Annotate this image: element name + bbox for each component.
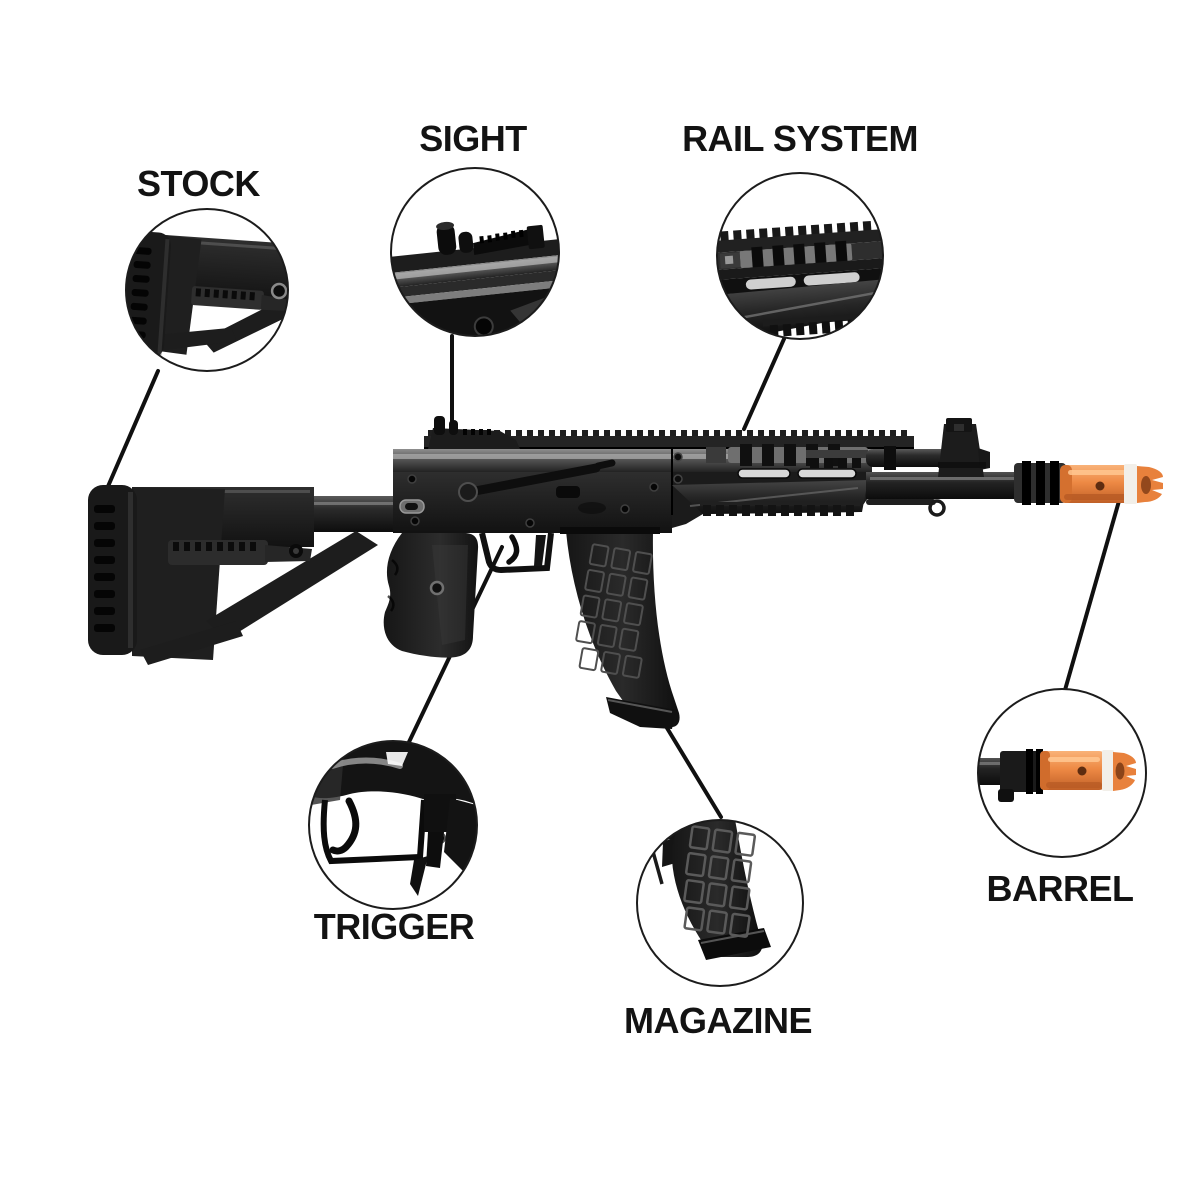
rail-callout-detail (717, 220, 883, 338)
stock-part (88, 485, 378, 665)
rail-callout (716, 172, 884, 340)
magazine-connector-line (665, 726, 723, 819)
rear-sight (428, 416, 520, 449)
stock-label: STOCK (137, 163, 260, 204)
receiver-bolts (407, 474, 659, 528)
side-rail-teeth (810, 458, 861, 468)
barrel-connector-line (1063, 499, 1121, 692)
rail-callout-ring (716, 172, 884, 340)
buffer-tube (308, 496, 398, 532)
stock-connector-line (104, 369, 160, 493)
magazine-part (560, 527, 680, 729)
trigger-callout-ring (308, 740, 478, 910)
magazine-callout (636, 819, 804, 987)
front-sight (938, 418, 990, 477)
stock-callout (125, 208, 289, 372)
rail-system-part (671, 444, 868, 528)
barrel-callout-detail (978, 749, 1136, 802)
rifle-illustration (88, 416, 1163, 729)
sling-ring (928, 499, 946, 517)
orange-muzzle-tip (1060, 464, 1163, 504)
receiver (393, 416, 914, 533)
magazine-waffle-texture (575, 543, 653, 679)
trigger-callout (308, 740, 478, 910)
magazine-callout-ring (636, 819, 804, 987)
sight-callout-ring (390, 167, 560, 337)
barrel-callout-ring (977, 688, 1147, 858)
bottom-rail-teeth (703, 505, 854, 516)
stock-callout-detail (126, 231, 288, 359)
connector-lines (104, 334, 1121, 819)
rail-connector-line (742, 337, 786, 431)
sight-label: SIGHT (419, 118, 527, 159)
magazine-callout-waffle (683, 825, 757, 938)
stock-callout-ring (125, 208, 289, 372)
butt-pad-ribs (94, 505, 115, 632)
barrel-label: BARREL (986, 868, 1135, 909)
stock-latch-serrations (173, 542, 256, 551)
trigger-part (479, 532, 554, 574)
barrel-assembly (866, 418, 1163, 517)
trigger-label: TRIGGER (313, 906, 475, 947)
sight-callout (390, 167, 560, 337)
magazine-label: MAGAZINE (624, 1000, 813, 1041)
pistol-grip (383, 533, 479, 658)
rail-system-label: RAIL SYSTEM (682, 118, 918, 159)
gas-block (1014, 461, 1066, 505)
barrel-callout (977, 688, 1147, 858)
